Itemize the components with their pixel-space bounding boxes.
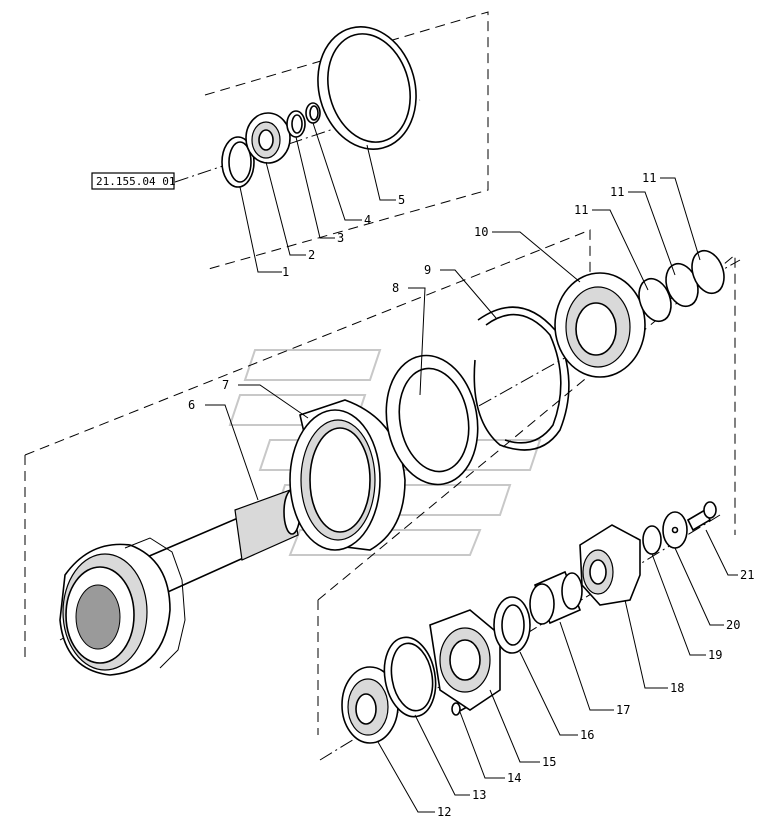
label-part-19: 19 [708,648,722,662]
label-part-12: 12 [437,805,451,819]
part-4-ring [305,102,321,124]
part-15-flange [429,609,501,711]
label-part-11a: 11 [574,203,588,217]
part-8-friction-plate [385,354,479,486]
part-16-seal [493,596,531,654]
part-7-clutch-drum [289,399,406,551]
label-part-2: 2 [308,248,315,262]
part-1-snap-ring [221,136,255,188]
part-3-ring [286,110,306,138]
label-part-17: 17 [616,703,630,717]
part-21-bolt [686,501,717,532]
label-part-13: 13 [472,788,486,802]
label-part-5: 5 [398,193,405,207]
label-part-1: 1 [282,265,289,279]
part-2-bearing [245,112,291,164]
reference-tag: 21.155.04 01 [91,172,175,190]
part-6-gear-shaft [59,489,301,676]
part-11-rings [638,249,725,323]
label-part-21: 21 [740,568,754,582]
part-5-shim [317,26,417,150]
label-part-8: 8 [392,281,399,295]
label-part-18: 18 [670,681,684,695]
part-19-o-ring [642,525,662,555]
part-12-bearing [341,666,399,744]
label-part-4: 4 [364,213,371,227]
part-18-yoke [579,524,641,606]
part-13-ring [383,636,437,718]
part-9-snap-ring [473,306,570,451]
label-part-7: 7 [222,378,229,392]
label-part-15: 15 [542,755,556,769]
part-10-bearing [554,272,646,378]
label-part-14: 14 [507,771,521,785]
label-part-9: 9 [424,263,431,277]
part-17-sleeve [529,570,583,625]
label-part-11b: 11 [610,185,624,199]
reference-tag-label: 21.155.04 01 [96,175,175,188]
label-part-20: 20 [726,618,740,632]
label-part-16: 16 [580,728,594,742]
label-part-10: 10 [474,225,488,239]
part-number-labels: 1 2 3 4 5 6 7 8 9 10 11 11 11 12 13 14 1… [188,171,754,819]
label-part-3: 3 [337,231,344,245]
leader-lines [205,122,738,813]
label-part-6: 6 [188,398,195,412]
part-20-washer [662,511,688,549]
label-part-11c: 11 [642,171,656,185]
